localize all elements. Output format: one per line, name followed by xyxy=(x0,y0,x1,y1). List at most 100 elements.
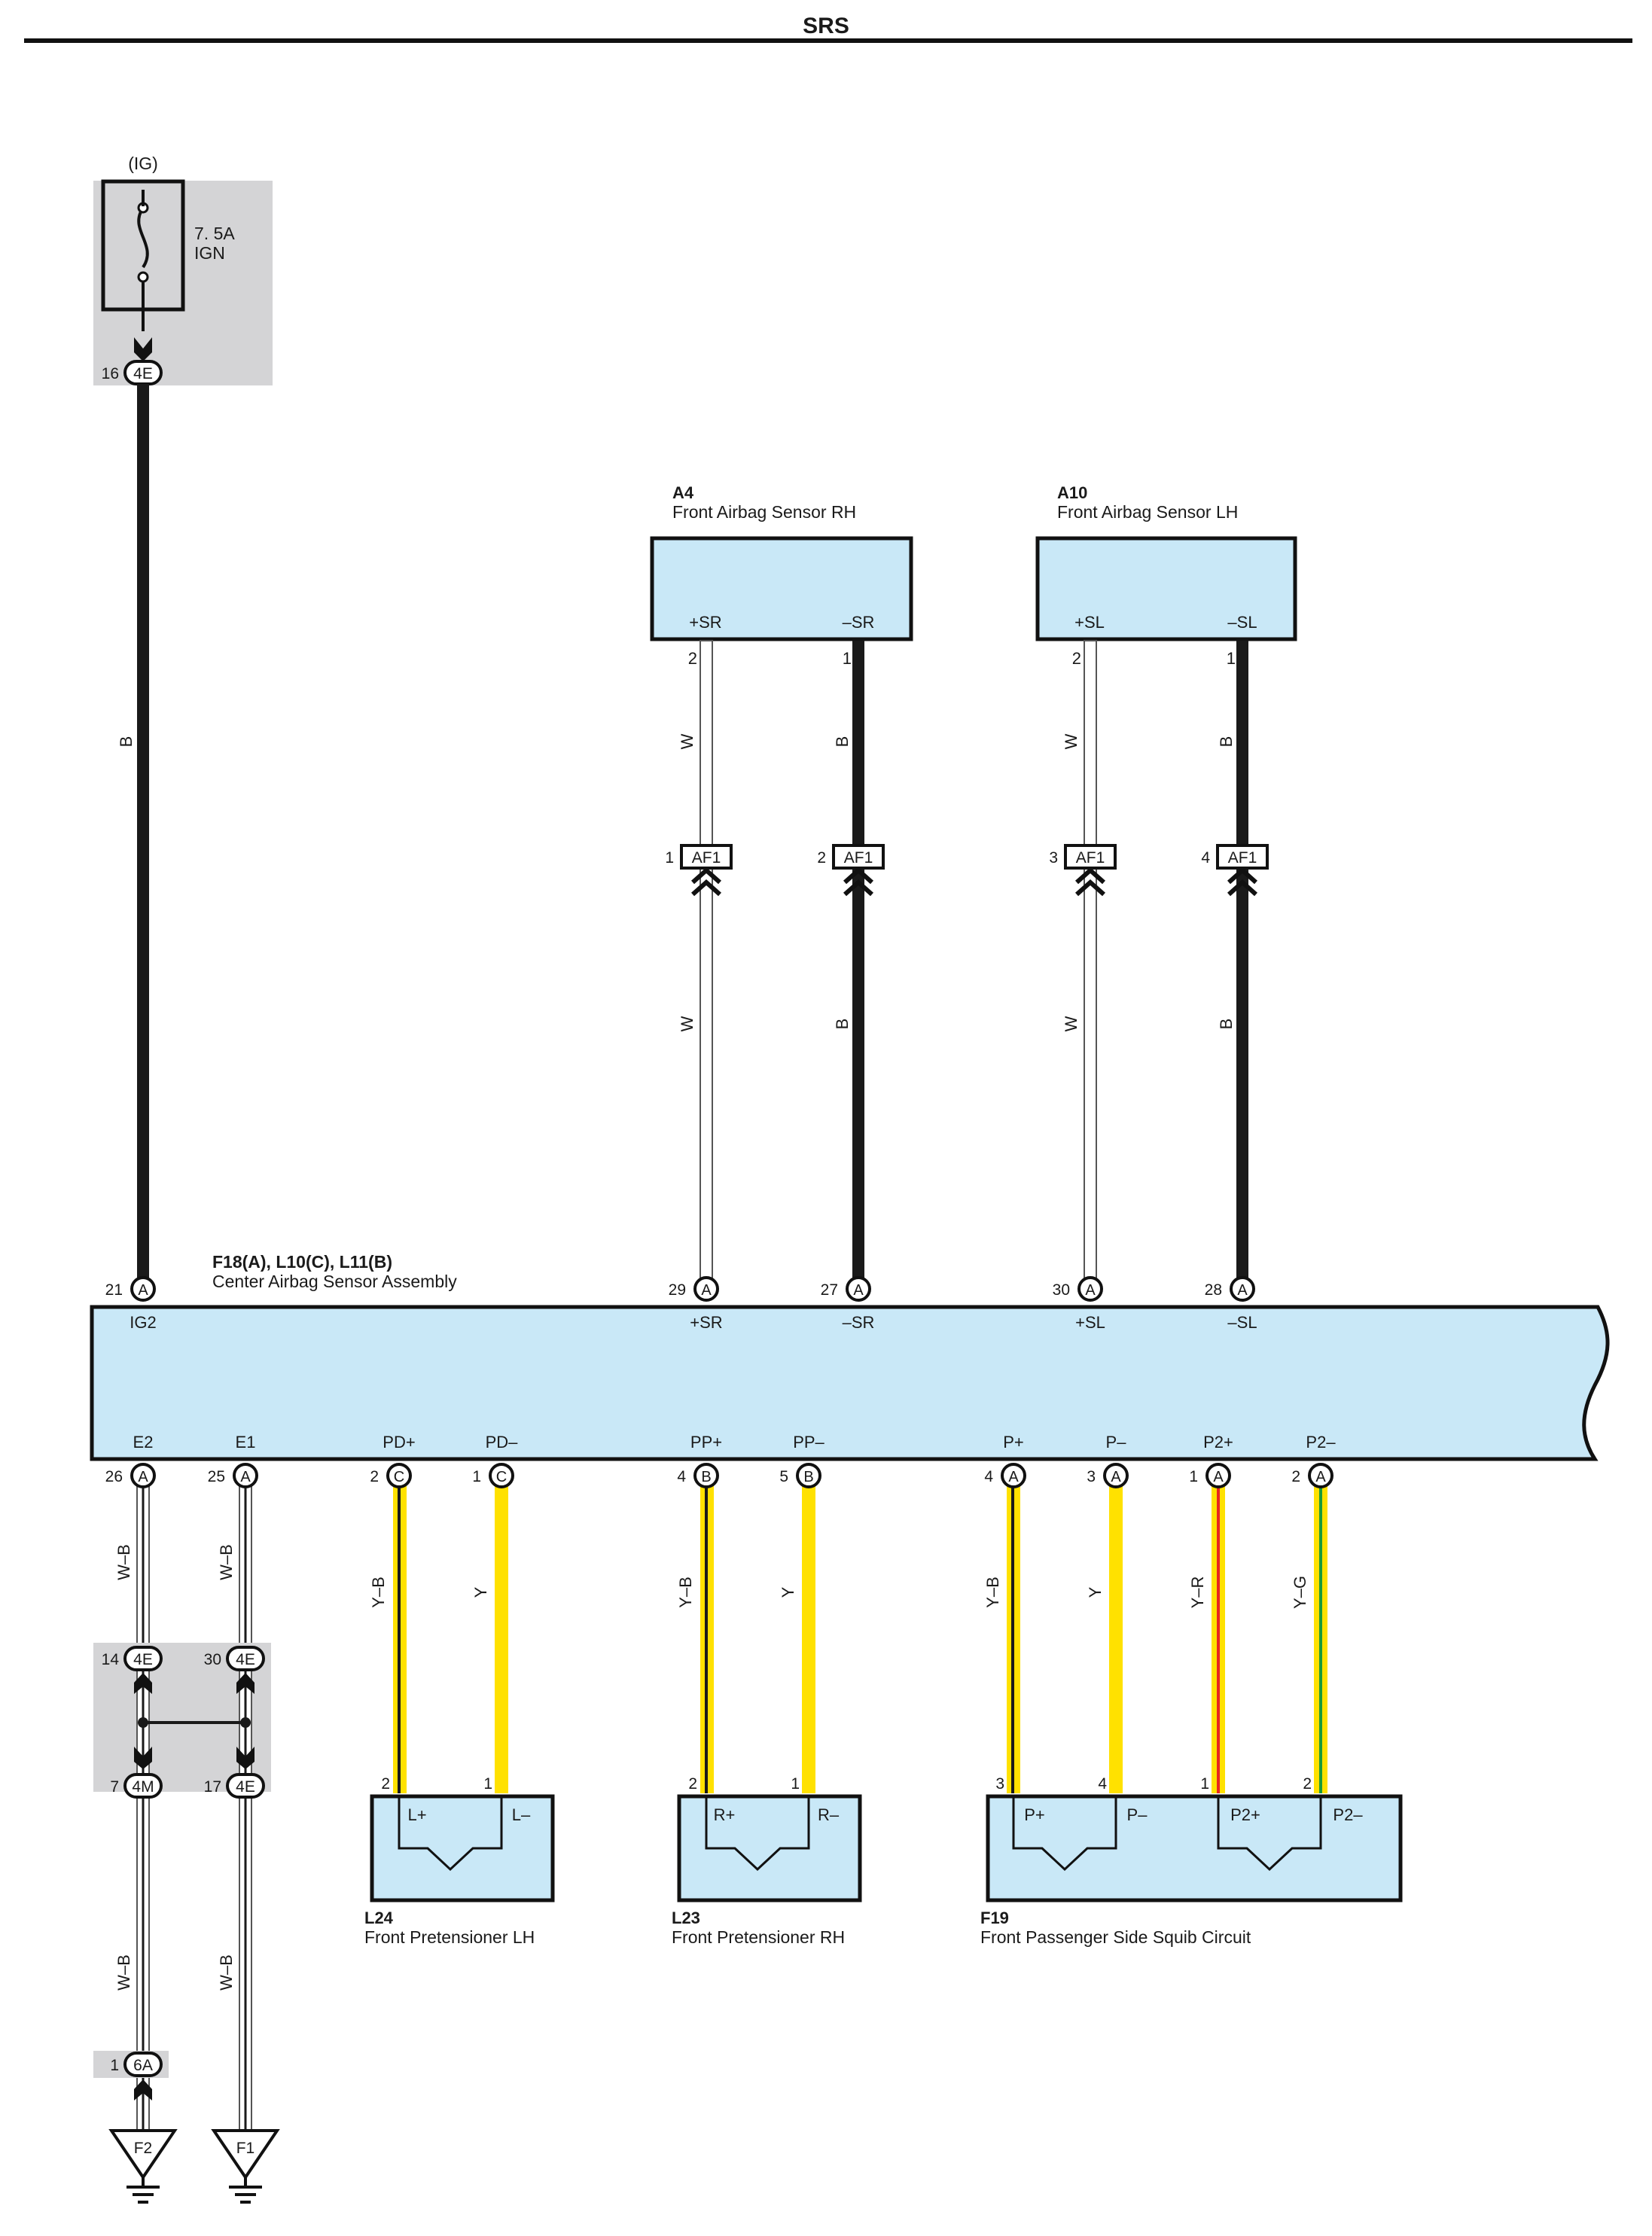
wire-label-b3: B xyxy=(833,1019,852,1030)
wire-plus-sr-w xyxy=(700,640,713,1287)
pin-pd-minus: C1 xyxy=(472,1463,514,1488)
svg-text:A: A xyxy=(1315,1469,1326,1485)
svg-text:2: 2 xyxy=(688,1775,697,1793)
af1-connector-3: AF1 3 xyxy=(1049,844,1117,897)
pretensioner-rh: 2 1 R+ R– L23 Front Pretensioner RH xyxy=(672,1775,862,1947)
svg-text:2: 2 xyxy=(1291,1468,1300,1485)
svg-text:6A: 6A xyxy=(133,2057,153,2074)
wire-pp-minus-y xyxy=(802,1476,815,1793)
sensor-wires: W B W B W B W B xyxy=(678,640,1248,1287)
svg-text:28: 28 xyxy=(1205,1281,1222,1299)
sensor-rh-term-neg: –SR xyxy=(843,613,875,632)
wire-label-w1: W xyxy=(678,733,696,749)
bottom-wire-labels: W–B W–B Y–B Y Y–B Y Y–B Y Y–R Y–G W–B W–… xyxy=(114,1544,1309,1991)
af1-chevron-icon xyxy=(1227,867,1257,897)
svg-text:C: C xyxy=(496,1469,507,1485)
fuse-block: (IG) 7. 5A IGN 4E 16 xyxy=(93,154,273,385)
svg-text:A: A xyxy=(240,1469,251,1485)
svg-text:E2: E2 xyxy=(133,1433,154,1452)
svg-text:P2–: P2– xyxy=(1306,1433,1336,1452)
pin-p-plus: A4 xyxy=(984,1463,1026,1488)
sensor-rh-box xyxy=(650,536,913,641)
af1-connector-1: AF1 1 xyxy=(665,844,733,897)
svg-text:P–: P– xyxy=(1127,1805,1148,1824)
center-sensor-box xyxy=(90,1305,1610,1461)
sensor-lh-pin-pos: 2 xyxy=(1072,649,1081,668)
svg-text:W–B: W–B xyxy=(114,1954,133,1991)
svg-text:4: 4 xyxy=(984,1468,993,1485)
svg-text:P+: P+ xyxy=(1024,1805,1045,1824)
splice-arrow-icon xyxy=(236,1747,255,1769)
af1-chevron-icon xyxy=(1075,867,1105,897)
fuse-rating: 7. 5A xyxy=(194,224,235,243)
wire-pd-minus-y xyxy=(495,1476,508,1793)
squib-box xyxy=(986,1794,1403,1902)
svg-text:5: 5 xyxy=(779,1468,788,1485)
svg-text:F19: F19 xyxy=(980,1909,1009,1927)
svg-text:Y–B: Y–B xyxy=(676,1576,695,1608)
fuse-symbol-icon xyxy=(137,206,149,269)
svg-text:Y: Y xyxy=(779,1586,797,1598)
fuse-source-label: (IG) xyxy=(128,154,158,173)
sensor-rh-name: Front Airbag Sensor RH xyxy=(672,502,856,522)
squib-element-icon xyxy=(398,1796,503,1872)
svg-text:R–: R– xyxy=(818,1805,840,1824)
pin-e2: A26 xyxy=(105,1463,156,1488)
svg-text:3: 3 xyxy=(1049,849,1058,867)
svg-text:P2+: P2+ xyxy=(1203,1433,1233,1452)
svg-text:PP+: PP+ xyxy=(690,1433,722,1452)
svg-text:4E: 4E xyxy=(133,1651,153,1668)
svg-text:AF1: AF1 xyxy=(692,849,721,867)
svg-text:P2+: P2+ xyxy=(1230,1805,1260,1824)
svg-text:Y: Y xyxy=(1086,1586,1105,1598)
pin-plus-sl: A 30 +SL xyxy=(1053,1276,1105,1332)
svg-text:4: 4 xyxy=(1201,849,1210,867)
svg-text:A: A xyxy=(1213,1469,1224,1485)
svg-text:P2–: P2– xyxy=(1333,1805,1363,1824)
svg-text:W–B: W–B xyxy=(217,1544,236,1580)
svg-text:A: A xyxy=(853,1282,864,1299)
sensor-rh-term-pos: +SR xyxy=(689,613,721,632)
splice-arrow-icon xyxy=(134,1673,152,1694)
svg-text:4E: 4E xyxy=(236,1778,255,1796)
svg-text:AF1: AF1 xyxy=(1228,849,1257,867)
sensor-lh: A10 Front Airbag Sensor LH +SL –SL 2 1 xyxy=(1035,483,1297,668)
svg-text:–SL: –SL xyxy=(1227,1313,1257,1332)
ground-triangle-icon xyxy=(211,2129,280,2180)
svg-text:A: A xyxy=(1111,1469,1121,1485)
svg-text:C: C xyxy=(394,1469,404,1485)
svg-text:Y–G: Y–G xyxy=(1291,1576,1309,1609)
sensor-rh-pin-neg: 1 xyxy=(843,649,852,668)
svg-text:1: 1 xyxy=(472,1468,481,1485)
svg-text:+SL: +SL xyxy=(1075,1313,1105,1332)
svg-text:1: 1 xyxy=(1200,1775,1209,1793)
pin-minus-sl: A 28 –SL xyxy=(1205,1276,1257,1332)
svg-text:Front Passenger Side Squib Cir: Front Passenger Side Squib Circuit xyxy=(980,1927,1251,1947)
ground-triangle-icon xyxy=(108,2129,178,2180)
svg-text:3: 3 xyxy=(995,1775,1004,1793)
squib-circuit: 3 4 1 2 P+ P– P2+ P2– F19 Front Passenge… xyxy=(980,1775,1403,1947)
header-rule xyxy=(24,38,1632,43)
wire-label-w2: W xyxy=(1062,733,1081,749)
splice-block: 4E 14 4E 30 4M 7 4E 17 xyxy=(93,1643,271,1799)
svg-text:F2: F2 xyxy=(134,2140,153,2157)
pin-p2-plus: A1 xyxy=(1189,1463,1231,1488)
pin-plus-sr: A 29 +SR xyxy=(669,1276,723,1332)
pin-ig2: A 21 IG2 xyxy=(105,1276,157,1332)
svg-text:1: 1 xyxy=(110,2057,119,2074)
wire-p-minus-y xyxy=(1109,1476,1123,1793)
svg-text:L–: L– xyxy=(512,1805,531,1824)
svg-text:14: 14 xyxy=(102,1651,120,1668)
sensor-lh-id: A10 xyxy=(1057,483,1087,502)
wire-label-w4: W xyxy=(1062,1016,1081,1031)
svg-text:AF1: AF1 xyxy=(1076,849,1105,867)
svg-text:B: B xyxy=(803,1469,813,1485)
wire-label-w3: W xyxy=(678,1016,696,1031)
connector-arrow-icon xyxy=(134,2079,152,2100)
svg-text:2: 2 xyxy=(817,849,826,867)
svg-text:W–B: W–B xyxy=(114,1544,133,1580)
splice-30-4e: 4E 30 xyxy=(204,1646,265,1694)
svg-text:A: A xyxy=(1008,1469,1019,1485)
sensor-lh-box xyxy=(1035,536,1297,641)
svg-text:1: 1 xyxy=(791,1775,800,1793)
